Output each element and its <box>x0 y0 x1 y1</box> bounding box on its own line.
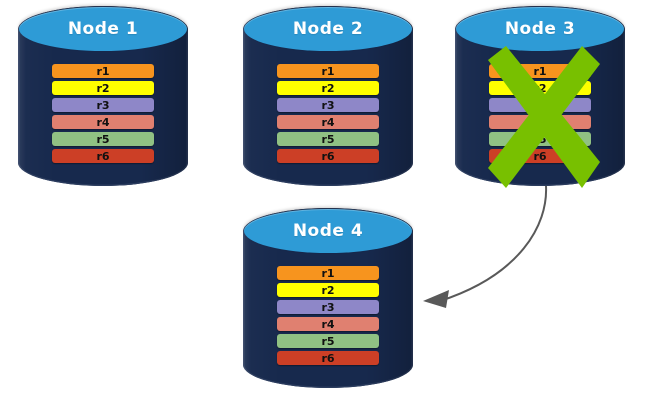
record-label: r1 <box>321 64 335 78</box>
record-label: r3 <box>321 300 335 314</box>
record-bar-r6[interactable]: r6 <box>277 149 379 163</box>
record-bar-r6[interactable]: r6 <box>52 149 154 163</box>
record-bar-r3[interactable]: r3 <box>489 98 591 112</box>
record-label: r5 <box>96 132 110 146</box>
record-label: r6 <box>96 149 110 163</box>
record-bar-r1[interactable]: r1 <box>52 64 154 78</box>
record-bar-r5[interactable]: r5 <box>489 132 591 146</box>
record-label: r5 <box>533 132 547 146</box>
record-label: r4 <box>96 115 110 129</box>
record-bar-r3[interactable]: r3 <box>52 98 154 112</box>
node-title: Node 3 <box>504 19 576 39</box>
cylinder-top-disc: Node 2 <box>244 7 412 51</box>
record-label: r6 <box>533 149 547 163</box>
node-cylinder-node4[interactable]: Node 4 r1 r2 r3 r4 r5 r6 <box>243 208 413 388</box>
record-bar-r1[interactable]: r1 <box>277 266 379 280</box>
record-bar-r5[interactable]: r5 <box>52 132 154 146</box>
node-cylinder-node3[interactable]: Node 3 r1 r2 r3 r4 r5 r6 <box>455 6 625 186</box>
record-label: r2 <box>96 81 110 95</box>
record-bar-r4[interactable]: r4 <box>277 317 379 331</box>
record-label: r1 <box>533 64 547 78</box>
node-cylinder-node1[interactable]: Node 1 r1 r2 r3 r4 r5 r6 <box>18 6 188 186</box>
record-label: r6 <box>321 351 335 365</box>
record-bar-r1[interactable]: r1 <box>489 64 591 78</box>
record-bar-r5[interactable]: r5 <box>277 132 379 146</box>
record-label: r5 <box>321 132 335 146</box>
record-label: r6 <box>321 149 335 163</box>
record-bar-r4[interactable]: r4 <box>489 115 591 129</box>
record-bar-r5[interactable]: r5 <box>277 334 379 348</box>
record-label: r3 <box>533 98 547 112</box>
record-bar-r6[interactable]: r6 <box>489 149 591 163</box>
record-label: r4 <box>533 115 547 129</box>
node-cylinder-node2[interactable]: Node 2 r1 r2 r3 r4 r5 r6 <box>243 6 413 186</box>
record-bar-r2[interactable]: r2 <box>489 81 591 95</box>
redistribution-arrow-path <box>439 185 548 302</box>
record-bar-r3[interactable]: r3 <box>277 98 379 112</box>
record-label: r1 <box>96 64 110 78</box>
node-title: Node 1 <box>67 19 139 39</box>
record-bar-r2[interactable]: r2 <box>277 283 379 297</box>
redistribution-arrowhead-icon <box>423 290 449 308</box>
cylinder-top-disc: Node 4 <box>244 209 412 253</box>
node-title: Node 4 <box>292 221 364 241</box>
record-label: r4 <box>321 317 335 331</box>
record-bar-r3[interactable]: r3 <box>277 300 379 314</box>
record-bar-r2[interactable]: r2 <box>277 81 379 95</box>
record-stack: r1 r2 r3 r4 r5 r6 <box>489 64 591 163</box>
record-label: r3 <box>96 98 110 112</box>
record-bar-r6[interactable]: r6 <box>277 351 379 365</box>
record-label: r1 <box>321 266 335 280</box>
record-stack: r1 r2 r3 r4 r5 r6 <box>52 64 154 163</box>
record-stack: r1 r2 r3 r4 r5 r6 <box>277 64 379 163</box>
record-label: r4 <box>321 115 335 129</box>
cylinder-top-disc: Node 1 <box>19 7 187 51</box>
record-label: r3 <box>321 98 335 112</box>
record-bar-r4[interactable]: r4 <box>277 115 379 129</box>
record-bar-r1[interactable]: r1 <box>277 64 379 78</box>
record-label: r2 <box>533 81 547 95</box>
record-label: r5 <box>321 334 335 348</box>
cylinder-top-disc: Node 3 <box>456 7 624 51</box>
node-title: Node 2 <box>292 19 364 39</box>
record-bar-r4[interactable]: r4 <box>52 115 154 129</box>
record-label: r2 <box>321 81 335 95</box>
record-bar-r2[interactable]: r2 <box>52 81 154 95</box>
record-stack: r1 r2 r3 r4 r5 r6 <box>277 266 379 365</box>
record-label: r2 <box>321 283 335 297</box>
